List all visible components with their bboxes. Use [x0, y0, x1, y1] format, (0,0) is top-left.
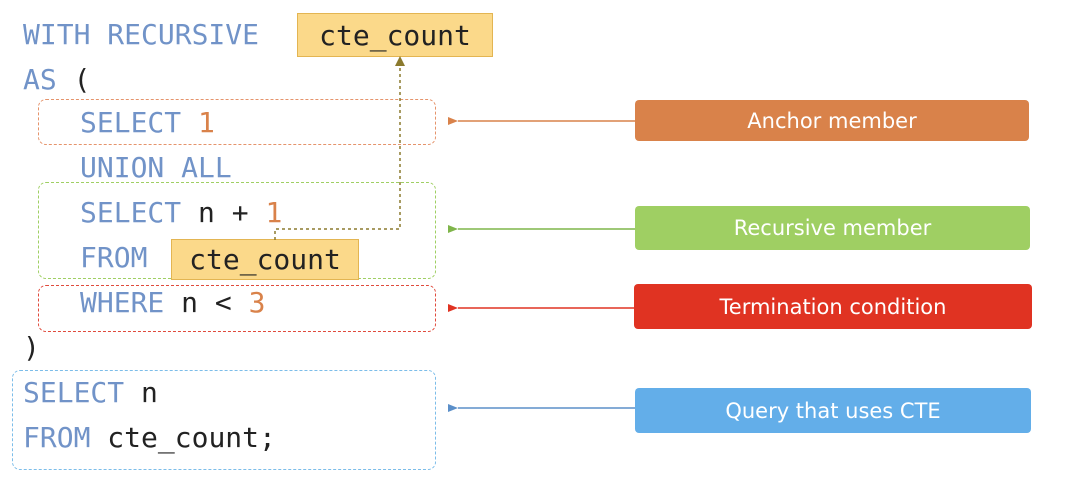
- recursive-reference-arrow: [274, 62, 401, 240]
- query-uses-cte-label: Query that uses CTE: [635, 388, 1031, 433]
- cte-name-highlight: cte_count: [297, 13, 493, 57]
- cte-reference-highlight: cte_count: [171, 239, 359, 280]
- recursive-reference-arrowhead: [395, 56, 405, 66]
- cte-reference: cte_count: [189, 243, 341, 276]
- code-line-where: WHERE n < 3: [80, 280, 265, 325]
- code-line-recursive-from: FROM: [80, 235, 147, 280]
- where-expression: n <: [181, 286, 232, 319]
- code-line-recursive-select: SELECT n + 1: [80, 190, 282, 235]
- anchor-value: 1: [198, 106, 215, 139]
- anchor-member-box: [38, 99, 436, 145]
- keyword-as: AS: [23, 63, 57, 96]
- code-line-as: AS (: [23, 57, 90, 102]
- code-line-anchor: SELECT 1: [80, 100, 215, 145]
- keyword-from: FROM: [23, 421, 91, 454]
- recursive-expression: n +: [198, 196, 249, 229]
- close-paren: ): [23, 331, 40, 364]
- query-column: n: [141, 376, 158, 409]
- code-line-query-from: FROM cte_count;: [23, 415, 276, 460]
- keyword-union-all: UNION ALL: [80, 151, 232, 184]
- keyword-select: SELECT: [80, 196, 182, 229]
- termination-condition-box: [38, 285, 436, 332]
- query-table: cte_count;: [107, 421, 276, 454]
- cte-name: cte_count: [319, 18, 471, 52]
- query-box: [12, 370, 436, 470]
- keyword-where: WHERE: [80, 286, 165, 319]
- code-line-close: ): [23, 325, 40, 370]
- code-line-with: WITH RECURSIVE: [23, 12, 259, 57]
- code-line-union: UNION ALL: [80, 145, 232, 190]
- keyword-select: SELECT: [23, 376, 125, 409]
- where-limit: 3: [248, 286, 266, 319]
- anchor-member-label: Anchor member: [635, 100, 1029, 141]
- keyword-select: SELECT: [80, 106, 182, 139]
- open-paren: (: [73, 63, 91, 96]
- recursive-increment: 1: [265, 196, 283, 229]
- keyword-with-recursive: WITH RECURSIVE: [23, 18, 260, 51]
- code-line-query-select: SELECT n: [23, 370, 158, 415]
- keyword-from: FROM: [80, 241, 148, 274]
- termination-condition-label: Termination condition: [634, 284, 1032, 329]
- recursive-member-label: Recursive member: [635, 206, 1030, 250]
